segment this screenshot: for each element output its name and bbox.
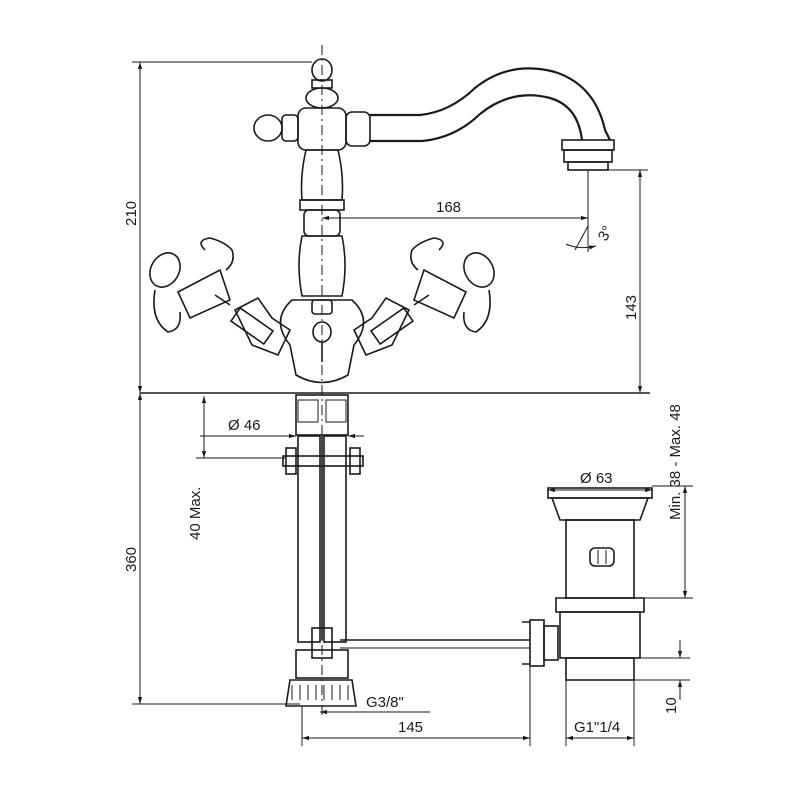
left-cross-handle [149, 237, 292, 357]
hoses-assembly [282, 394, 364, 707]
label-143: 143 [623, 295, 640, 320]
label-g1-1-4: G1"1/4 [574, 719, 620, 736]
spout [370, 67, 615, 171]
dimension-lines [132, 61, 693, 746]
label-145: 145 [398, 719, 423, 736]
label-g3-8: G3/8" [366, 694, 404, 711]
label-3-degree: 3° [595, 223, 617, 244]
label-diameter-46: Ø 46 [228, 417, 261, 434]
label-210: 210 [123, 201, 140, 226]
drain-assembly [522, 487, 653, 681]
label-10: 10 [663, 697, 680, 714]
label-168: 168 [436, 199, 461, 216]
label-drain-range: Min. 38 - Max. 48 [667, 404, 684, 520]
right-cross-handle [352, 237, 495, 357]
faucet-body [253, 58, 371, 384]
label-40-max: 40 Max. [187, 487, 204, 540]
label-360: 360 [123, 547, 140, 572]
label-diameter-63: Ø 63 [580, 470, 613, 487]
